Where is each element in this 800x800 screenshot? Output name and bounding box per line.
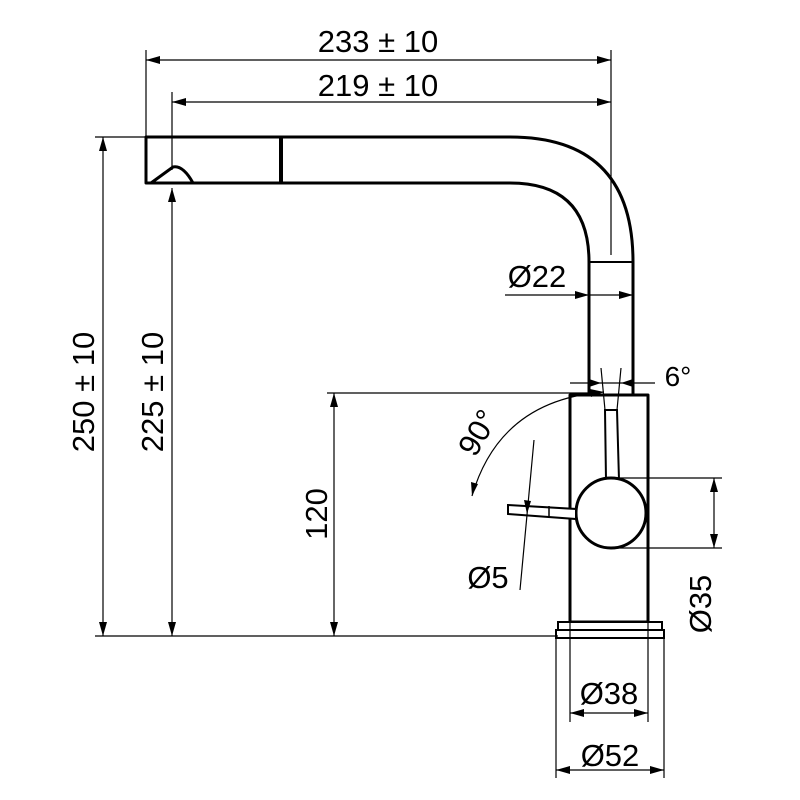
handle-lever: [603, 409, 621, 481]
base-plate-lower: [555, 629, 665, 639]
handle-knob: [574, 476, 648, 550]
handle-angle-label: 90°: [451, 404, 505, 462]
knob-diameter-label: Ø35: [683, 575, 718, 634]
faucet-body-group: [144, 135, 665, 639]
aerator-tip: [149, 165, 195, 185]
overall-height-label: 250 ± 10: [66, 332, 101, 452]
spout-outline: [144, 135, 635, 397]
body-diameter-label: Ø38: [580, 676, 639, 711]
tilt-angle-label: 6°: [665, 361, 692, 392]
base-plate-upper: [557, 621, 663, 631]
overall-reach-label: 233 ± 10: [318, 24, 438, 59]
spout-reach-label: 219 ± 10: [318, 68, 438, 103]
spout-height-label: 225 ± 10: [135, 332, 170, 452]
dimension-lines: [95, 50, 722, 778]
base-diameter-label: Ø52: [581, 738, 640, 773]
lever-diameter-label: Ø5: [467, 560, 508, 595]
body-height-label: 120: [299, 488, 334, 540]
side-pin: [507, 503, 577, 521]
spout-diameter-label: Ø22: [508, 259, 567, 294]
